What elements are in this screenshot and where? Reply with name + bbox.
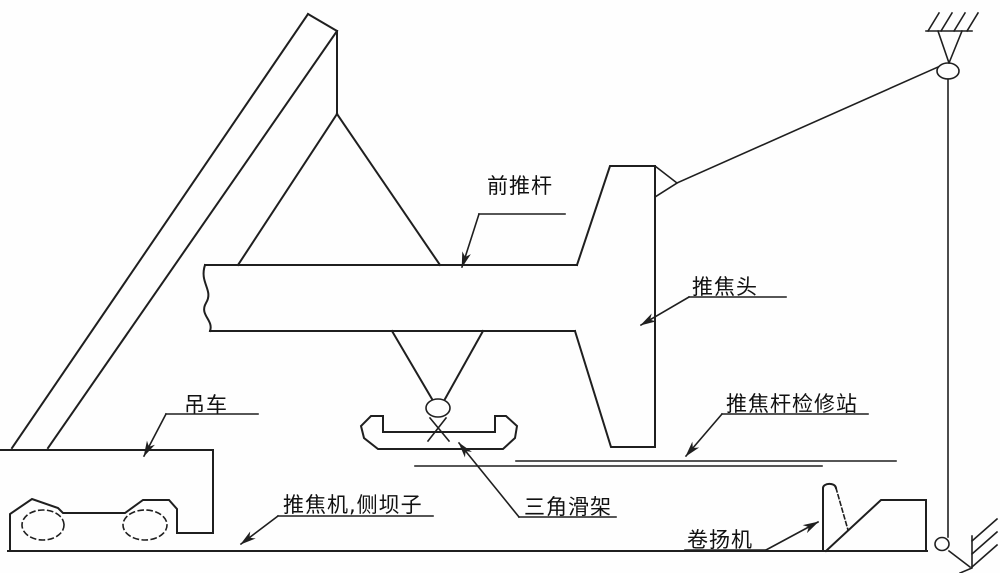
suspension-leg-left — [236, 112, 339, 267]
top-anchor — [925, 11, 980, 65]
label-coke-push-head: 推焦头 — [639, 275, 787, 327]
cable-system — [675, 11, 999, 573]
coke-pusher-side-wall-leader-arrow — [239, 514, 280, 546]
triangle-slide-assembly — [359, 329, 519, 450]
coke-pusher-side-wall-text: 推焦机,侧坝子 — [283, 493, 423, 517]
beam-break-squiggle — [202, 263, 212, 333]
front-push-rod-text: 前推杆 — [487, 174, 553, 198]
hanger-pulley-icon — [425, 398, 451, 418]
label-coke-pusher-side-wall: 推焦机,侧坝子 — [239, 493, 434, 546]
maintenance-station-rails — [414, 460, 897, 467]
anchor-hatching — [926, 11, 980, 33]
coke-push-head-text: 推焦头 — [692, 275, 758, 299]
truck-wheel-front — [21, 509, 65, 541]
rod-maintenance-station-leader-arrow — [684, 412, 724, 458]
tower-outer-edge — [10, 12, 310, 450]
tower-mast — [10, 12, 442, 450]
label-rod-maintenance-station: 推焦杆检修站 — [684, 392, 869, 458]
tower-peak-cap — [306, 12, 339, 33]
tower-inner-edge — [46, 29, 339, 450]
truck-body-outline — [0, 449, 214, 552]
winch-shape — [822, 482, 927, 553]
winch-block — [824, 499, 927, 553]
cable-diagonal — [675, 65, 940, 185]
hanger-right-line — [443, 329, 485, 401]
hanger-cross-links — [426, 416, 451, 443]
top-pulley-icon — [936, 62, 960, 80]
bottom-anchor-hatching — [970, 517, 999, 569]
label-front-push-rod: 前推杆 — [460, 174, 566, 269]
triangle-slide-frame-leader-arrow — [457, 441, 521, 519]
rod-maintenance-station-text: 推焦杆检修站 — [726, 392, 858, 416]
label-triangle-slide-frame: 三角滑架 — [457, 441, 617, 519]
coke-push-head-leader-arrow — [639, 295, 691, 327]
cable-gusset — [653, 164, 679, 199]
bottom-pulley-icon — [934, 536, 950, 552]
crane-leader-arrow — [142, 412, 168, 458]
front-push-rod-leader-arrow — [460, 212, 481, 269]
bottom-anchor — [947, 517, 999, 573]
winch-leader-arrow — [764, 520, 820, 552]
label-winch: 卷扬机 — [684, 520, 820, 552]
crane-text: 吊车 — [184, 393, 228, 417]
crane-truck — [0, 449, 214, 552]
winch-tower-brace — [835, 487, 849, 531]
label-crane: 吊车 — [142, 393, 259, 458]
suspension-leg-right — [335, 112, 442, 267]
winch-tower — [822, 482, 838, 552]
slide-frame-bracket — [359, 415, 519, 450]
head-top-step — [575, 165, 656, 267]
truck-wheel-rear — [122, 509, 168, 541]
head-bottom-step — [573, 329, 656, 448]
hanger-left-line — [390, 329, 434, 401]
triangle-slide-frame-text: 三角滑架 — [524, 495, 612, 519]
bottom-anchor-strut — [947, 549, 972, 569]
anchor-triangle — [936, 29, 964, 65]
winch-text: 卷扬机 — [687, 528, 753, 552]
